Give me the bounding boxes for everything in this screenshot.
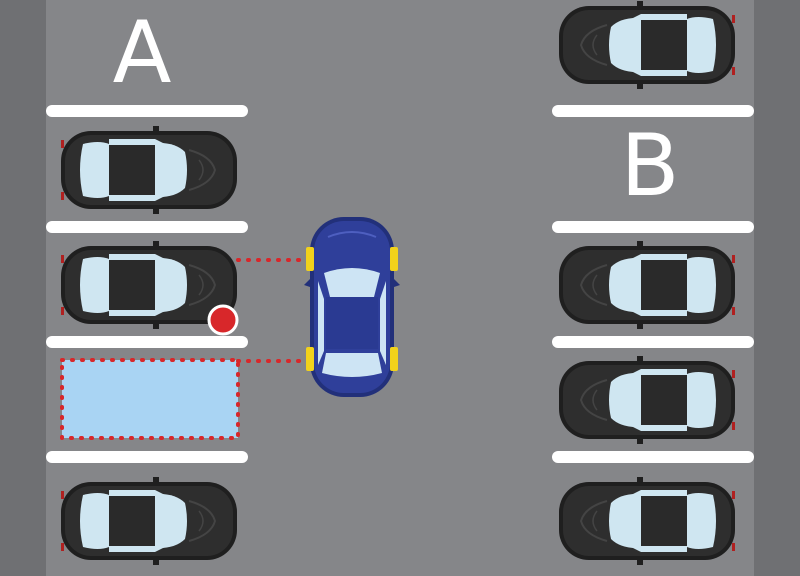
left-parked-car-1 (60, 125, 238, 215)
left-parking-lines (46, 105, 248, 463)
right-parked-car-3 (558, 476, 736, 566)
reference-point-marker (207, 304, 239, 336)
right-parking-lines (552, 105, 754, 463)
right-strip (754, 0, 800, 576)
right-line-3 (552, 336, 754, 348)
zone-label-a: A (113, 3, 172, 103)
zone-label-b: B (621, 116, 680, 216)
right-line-2 (552, 221, 754, 233)
left-line-3 (46, 336, 248, 348)
left-strip (0, 0, 46, 576)
right-parked-car-top (558, 0, 736, 90)
left-line-1 (46, 105, 248, 117)
right-parked-car-2 (558, 355, 736, 445)
player-car (304, 217, 400, 397)
left-parked-car-4 (60, 476, 238, 566)
left-line-4 (46, 451, 248, 463)
right-parked-car-1 (558, 240, 736, 330)
right-line-4 (552, 451, 754, 463)
right-line-1 (552, 105, 754, 117)
left-line-2 (46, 221, 248, 233)
target-parking-space (60, 358, 240, 440)
